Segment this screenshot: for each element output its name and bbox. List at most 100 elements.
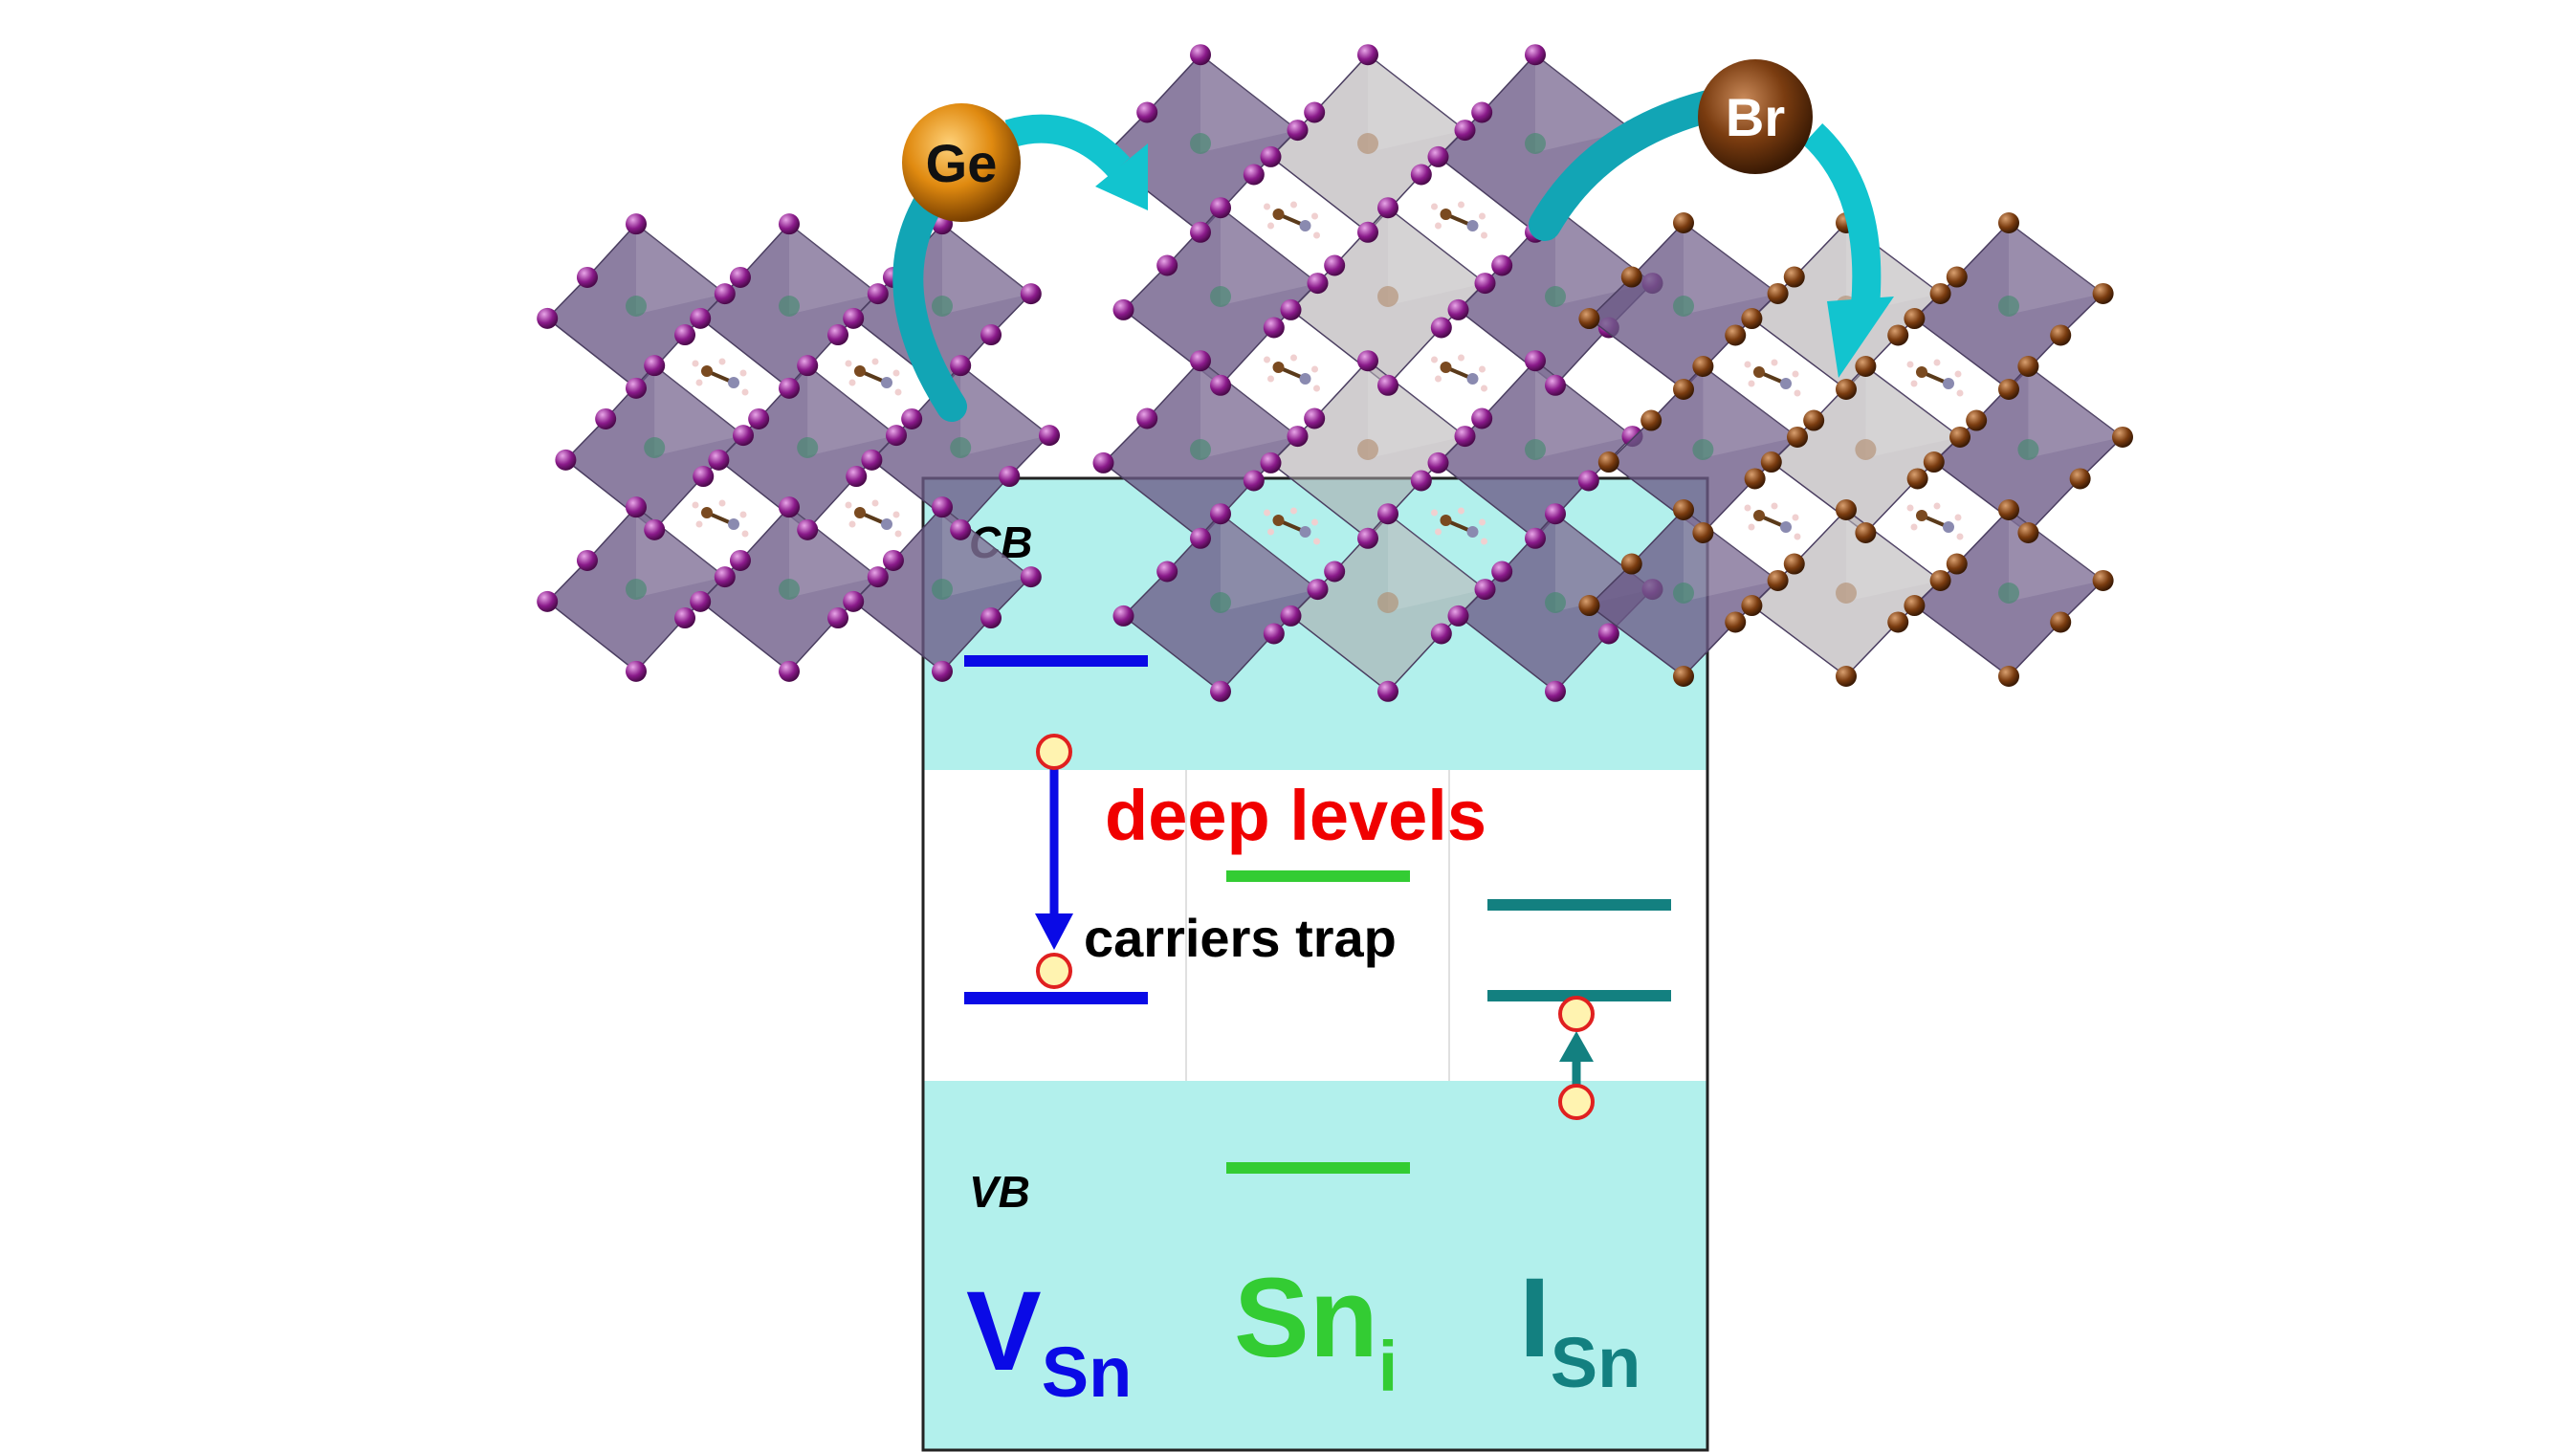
defect-label-isn: ISn [1519,1255,1640,1402]
valence-band [923,1081,1707,1450]
nitrogen-atom [881,377,892,388]
isn-level-lower [1487,990,1671,1001]
metal-center [1377,592,1398,613]
hydrogen-atom [1479,365,1486,373]
halide-atom [1112,605,1134,627]
halide-atom [846,466,868,488]
halide-atom [729,549,751,571]
halide-atom [1112,298,1134,320]
hydrogen-atom [1290,354,1297,362]
nitrogen-atom [1943,378,1954,389]
halide-atom [861,449,883,471]
hydrogen-atom [741,388,749,396]
deep-levels-label: deep levels [1105,776,1486,855]
halide-atom [729,266,751,288]
hydrogen-atom [692,501,699,509]
carrier-circle [1036,734,1072,770]
halide-atom [1725,611,1747,633]
metal-center [779,296,800,317]
halide-atom [1430,623,1452,645]
halide-atom [1471,407,1493,429]
hydrogen-atom [1771,502,1778,510]
halide-atom [1620,553,1642,575]
hydrogen-atom [1481,538,1487,545]
hydrogen-atom [848,379,856,386]
hydrogen-atom [1313,231,1320,239]
metal-center [797,437,819,458]
metal-center [1673,296,1694,317]
halide-atom [1906,468,1928,490]
hydrogen-atom [1481,385,1487,392]
sni-level-vb [1226,1162,1410,1174]
carbon-atom [1440,209,1452,220]
halide-atom [1357,221,1378,243]
nitrogen-atom [881,518,892,530]
halide-atom [1190,44,1211,66]
halide-atom [1377,503,1398,525]
halide-atom [1410,164,1432,186]
halide-atom [901,407,923,429]
hydrogen-atom [1910,523,1918,531]
halide-atom [1855,522,1877,543]
hydrogen-atom [739,511,747,518]
halide-atom [1887,324,1909,346]
ge-doping-arrow [892,114,1148,422]
halide-atom [1447,605,1469,627]
halide-atom [1597,451,1619,473]
halide-atom [1136,407,1158,429]
halide-atom [1836,499,1857,520]
halide-atom [2017,356,2039,377]
halide-atom [1039,425,1060,447]
br-doping-arrow [1529,89,1894,378]
hydrogen-atom [1431,356,1438,363]
halide-atom [644,518,666,540]
carbon-atom [1272,209,1285,220]
halide-atom [1525,350,1546,372]
halide-atom [1949,426,1971,448]
octahedron-facet [1535,55,1633,153]
halide-atom [1307,579,1329,601]
hydrogen-atom [1431,203,1438,210]
hydrogen-atom [1311,365,1318,373]
carbon-atom [1916,366,1927,378]
metal-center [1525,439,1546,460]
defect-label-sni: Sni [1234,1255,1398,1406]
halide-atom [1692,522,1714,543]
halide-atom [1357,350,1378,372]
nitrogen-atom [1780,521,1792,533]
metal-center [1357,439,1378,460]
hydrogen-atom [845,360,852,367]
br-arrow-head [1827,297,1894,378]
halide-atom [1280,298,1302,320]
halide-atom [576,549,598,571]
isn-arrow-head [1559,1031,1594,1062]
hydrogen-atom [1311,518,1318,526]
halide-atom [1725,324,1747,346]
halide-atom [1946,553,1968,575]
hydrogen-atom [1267,375,1274,383]
halide-atom [1998,212,2019,233]
hydrogen-atom [1479,212,1486,220]
hydrogen-atom [1794,389,1801,397]
halide-atom [1577,470,1599,492]
halide-atom [1929,569,1951,591]
halide-atom [1427,451,1449,473]
hydrogen-atom [1431,509,1438,517]
vsn-level-deep [964,992,1148,1004]
hydrogen-atom [1458,507,1464,515]
br-atom-label: Br [1726,87,1785,147]
hydrogen-atom [1906,504,1914,512]
halide-atom [2069,468,2091,490]
halide-atom [1578,308,1600,330]
hydrogen-atom [1264,356,1270,363]
hydrogen-atom [1748,380,1755,387]
halide-atom [626,660,647,682]
carbon-atom [1440,515,1452,526]
halide-atom [1263,623,1285,645]
hydrogen-atom [1290,507,1297,515]
halide-atom [950,518,972,540]
nitrogen-atom [1299,526,1311,538]
halide-atom [2092,282,2114,304]
hydrogen-atom [695,379,703,386]
